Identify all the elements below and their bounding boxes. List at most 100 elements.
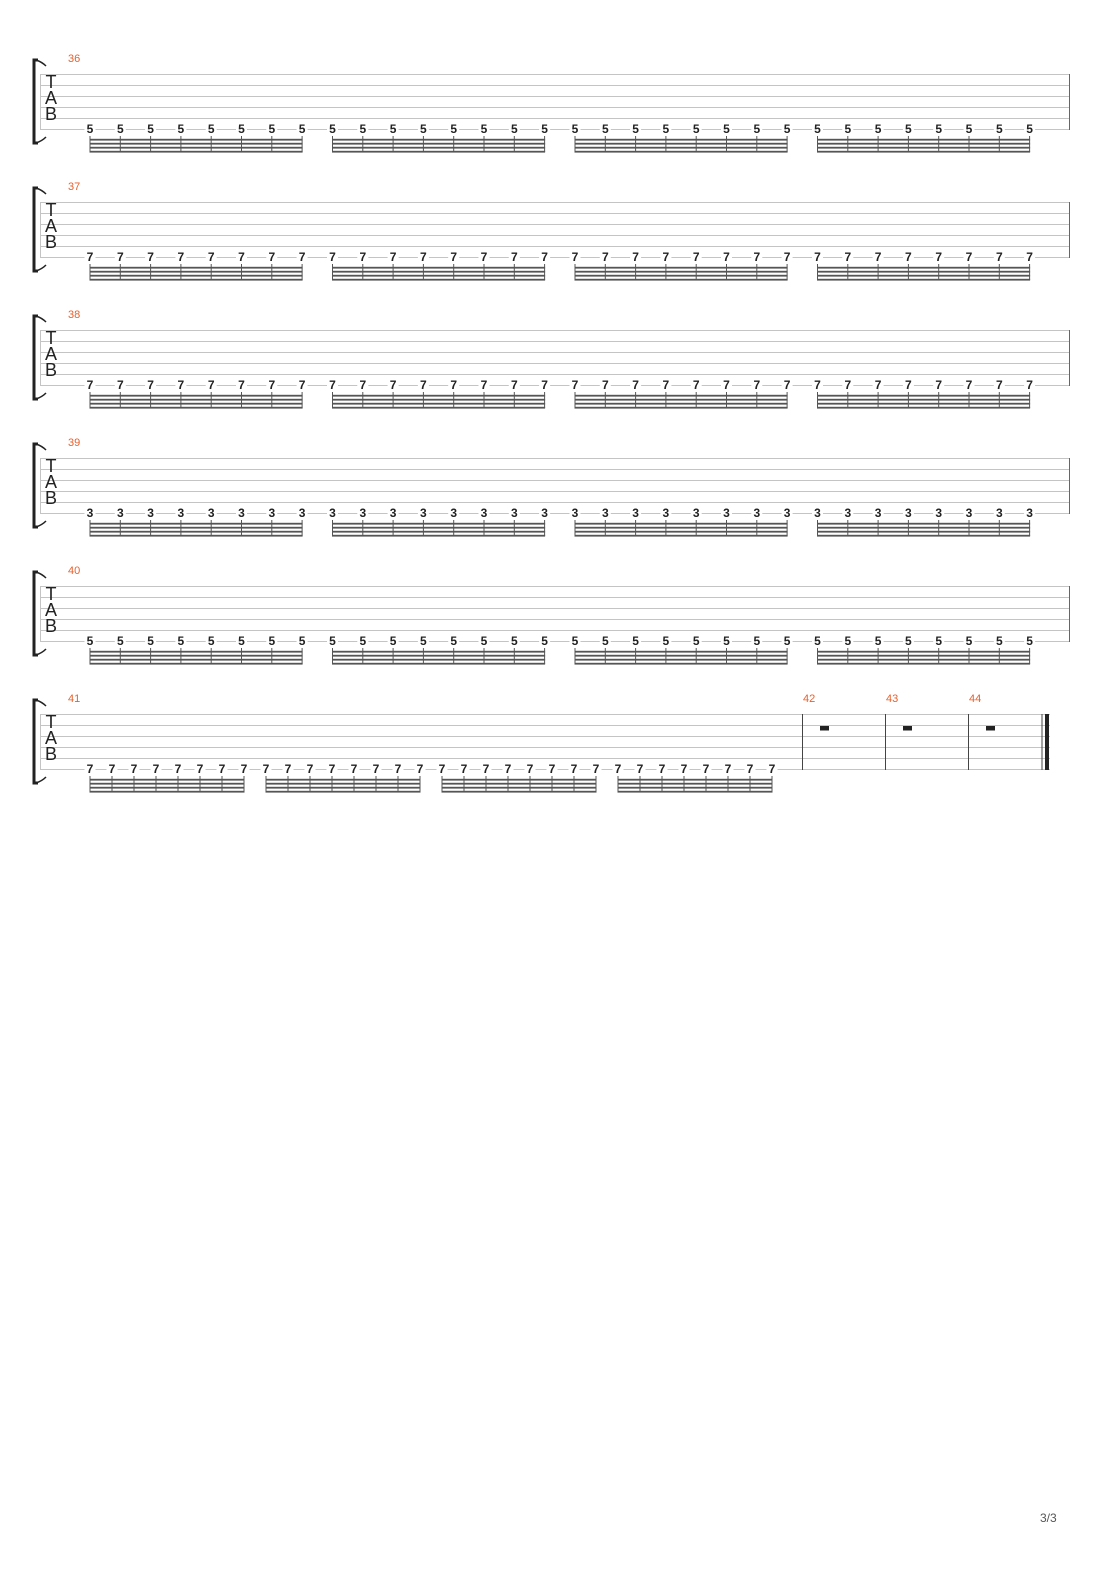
fret-backing <box>296 507 308 519</box>
fret-number: 5 <box>602 122 609 136</box>
fret-number: 5 <box>268 122 275 136</box>
beam <box>574 398 788 401</box>
fret-number: 7 <box>268 378 275 392</box>
fret-number: 3 <box>541 506 548 520</box>
fret-backing <box>1024 123 1036 135</box>
fret-number: 7 <box>541 250 548 264</box>
beam <box>265 778 421 781</box>
system-bracket <box>32 186 38 273</box>
beam <box>817 142 1031 145</box>
fret-number: 5 <box>208 122 215 136</box>
fret-number: 5 <box>753 634 760 648</box>
fret-number: 5 <box>935 634 942 648</box>
fret-number: 3 <box>693 506 700 520</box>
beam <box>89 266 303 269</box>
fret-number: 5 <box>359 122 366 136</box>
beam <box>441 778 597 781</box>
fret-backing <box>872 123 884 135</box>
rest-symbol <box>903 726 912 731</box>
fret-number: 5 <box>420 122 427 136</box>
fret-number: 3 <box>905 506 912 520</box>
fret-backing <box>387 635 399 647</box>
fret-number: 7 <box>632 378 639 392</box>
fret-number: 5 <box>511 634 518 648</box>
fret-number: 5 <box>511 122 518 136</box>
tab-clef-letter: B <box>45 488 57 508</box>
beam <box>574 534 788 537</box>
fret-backing <box>902 507 914 519</box>
fret-number: 7 <box>87 250 94 264</box>
fret-number: 7 <box>1026 250 1033 264</box>
beam <box>817 150 1031 153</box>
fret-number: 3 <box>966 506 973 520</box>
beam <box>817 534 1031 537</box>
rest-symbol <box>986 726 995 731</box>
beam <box>574 654 788 657</box>
fret-backing <box>502 763 514 775</box>
fret-backing <box>480 763 492 775</box>
fret-number: 7 <box>238 250 245 264</box>
bracket-hook-top <box>35 699 47 707</box>
beam <box>89 398 303 401</box>
fret-number: 7 <box>511 250 518 264</box>
fret-number: 7 <box>723 378 730 392</box>
fret-number: 7 <box>505 762 512 776</box>
fret-backing <box>751 123 763 135</box>
fret-backing <box>993 379 1005 391</box>
fret-backing <box>175 123 187 135</box>
fret-number: 7 <box>117 250 124 264</box>
fret-backing <box>933 251 945 263</box>
fret-number: 3 <box>814 506 821 520</box>
beam <box>817 266 1031 269</box>
fret-number: 7 <box>417 762 424 776</box>
fret-backing <box>539 123 551 135</box>
fret-backing <box>690 635 702 647</box>
beam <box>574 650 788 653</box>
fret-number: 5 <box>844 634 851 648</box>
beam <box>89 786 245 789</box>
fret-number: 7 <box>747 762 754 776</box>
fret-backing <box>751 507 763 519</box>
beam <box>817 662 1031 665</box>
fret-number: 7 <box>373 762 380 776</box>
beam <box>89 526 303 529</box>
fret-number: 5 <box>1026 634 1033 648</box>
fret-number: 5 <box>723 634 730 648</box>
beam <box>617 790 773 793</box>
fret-backing <box>414 763 426 775</box>
fret-number: 3 <box>996 506 1003 520</box>
fret-number: 7 <box>681 762 688 776</box>
fret-backing <box>175 379 187 391</box>
fret-backing <box>599 379 611 391</box>
fret-backing <box>1024 507 1036 519</box>
fret-backing <box>357 635 369 647</box>
beam <box>574 658 788 661</box>
fret-backing <box>266 123 278 135</box>
fret-backing <box>417 635 429 647</box>
fret-backing <box>842 251 854 263</box>
beam <box>617 786 773 789</box>
fret-backing <box>539 251 551 263</box>
fret-backing <box>812 251 823 263</box>
fret-backing <box>690 379 702 391</box>
fret-backing <box>205 507 217 519</box>
fret-number: 3 <box>511 506 518 520</box>
beam <box>332 394 546 397</box>
fret-backing <box>781 123 793 135</box>
tab-clef-letter: A <box>45 344 57 364</box>
beam <box>89 522 303 525</box>
beam <box>265 790 421 793</box>
fret-backing <box>630 251 642 263</box>
fret-number: 3 <box>87 506 94 520</box>
fret-backing <box>569 379 581 391</box>
fret-number: 5 <box>481 634 488 648</box>
fret-number: 7 <box>935 378 942 392</box>
fret-number: 7 <box>178 250 185 264</box>
tab-clef-letter: B <box>45 104 57 124</box>
fret-number: 7 <box>208 250 215 264</box>
